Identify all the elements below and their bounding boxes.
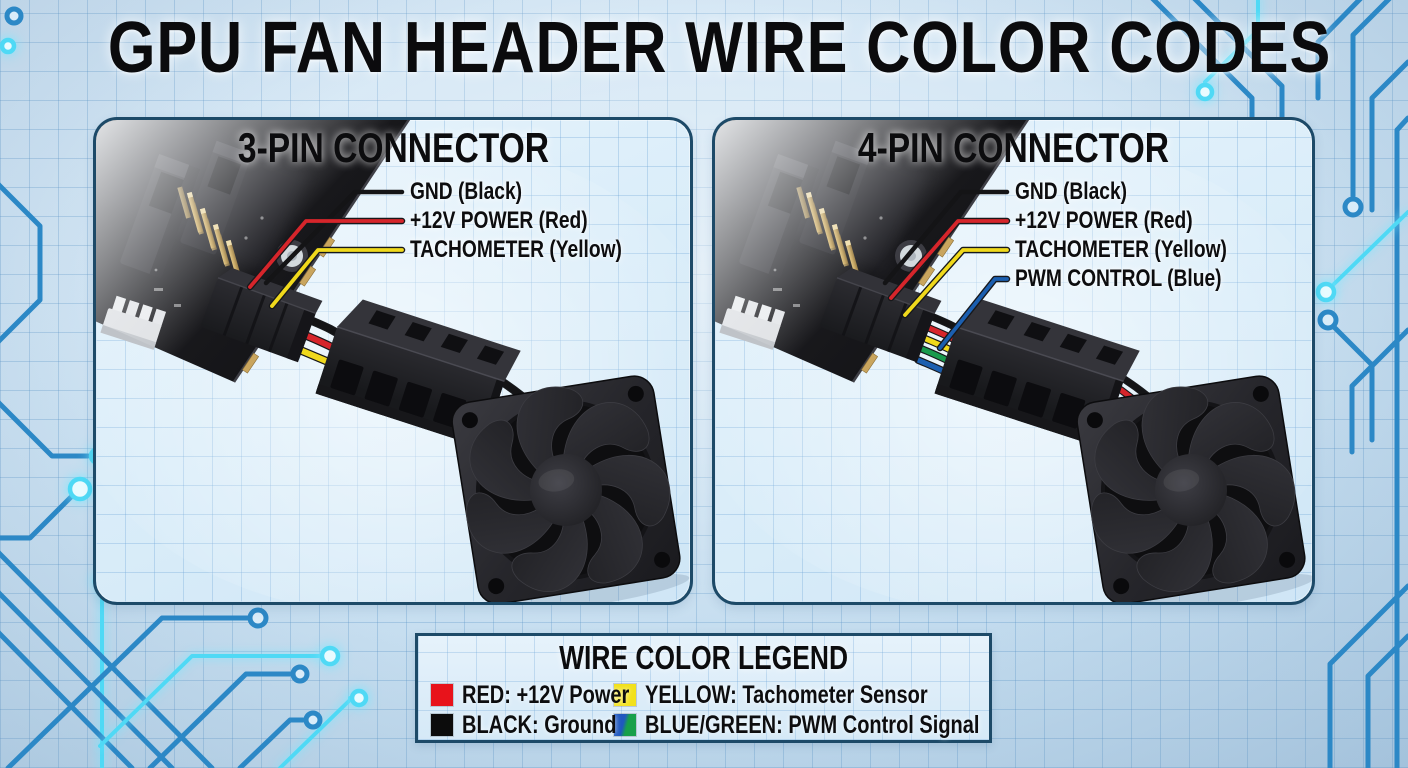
label-12v-power: +12V POWER (Red) — [410, 207, 588, 234]
legend-item-yellow: YELLOW: Tachometer Sensor — [614, 681, 1063, 710]
yellow-swatch — [614, 684, 636, 706]
label-pwm-control: PWM CONTROL (Blue) — [1015, 265, 1222, 292]
label-tachometer: TACHOMETER (Yellow) — [1015, 236, 1227, 263]
label-gnd: GND (Black) — [1015, 178, 1128, 205]
4pin-illustration — [715, 120, 1312, 602]
label-12v-power: +12V POWER (Red) — [1015, 207, 1193, 234]
label-tachometer: TACHOMETER (Yellow) — [410, 236, 622, 263]
label-gnd: GND (Black) — [410, 178, 523, 205]
callout-leader-lines — [246, 189, 406, 310]
red-swatch — [431, 684, 453, 706]
circuit-trace-group — [1150, 0, 1408, 768]
3pin-illustration — [96, 120, 690, 602]
legend-item-black: BLACK: Ground — [431, 711, 616, 740]
wire-color-legend: WIRE COLOR LEGEND RED: +12V Power YELLOW… — [415, 633, 992, 743]
black-swatch — [431, 714, 453, 736]
callout-leader-lines — [882, 189, 1011, 352]
legend-items: RED: +12V Power YELLOW: Tachometer Senso… — [431, 680, 1063, 740]
legend-item-blue-green: BLUE/GREEN: PWM Control Signal — [614, 711, 1063, 740]
circuit-trace-group — [0, 550, 369, 768]
panel-4pin-connector: 4-PIN CONNECTOR GND (Black) +12V POWER (… — [712, 117, 1315, 605]
blue-green-swatch — [614, 714, 636, 736]
panel-3pin-connector: 3-PIN CONNECTOR GND (Black) +12V POWER (… — [93, 117, 693, 605]
legend-title: WIRE COLOR LEGEND — [559, 639, 848, 676]
panel-title-4pin: 4-PIN CONNECTOR — [857, 124, 1170, 171]
page-title: GPU FAN HEADER WIRE COLOR CODES — [107, 8, 1332, 88]
legend-item-red: RED: +12V Power — [431, 681, 629, 710]
panel-title-3pin: 3-PIN CONNECTOR — [237, 124, 549, 171]
